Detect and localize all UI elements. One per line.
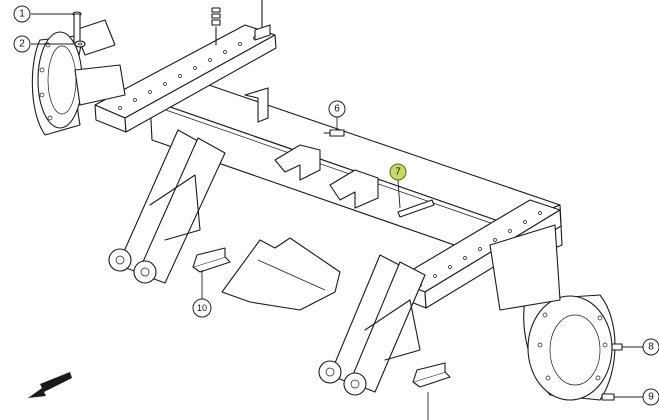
nut-stack	[211, 7, 221, 46]
pin-part-7	[397, 199, 435, 218]
svg-text:1: 1	[19, 9, 25, 20]
u-brackets	[244, 87, 379, 209]
right-hub-flange	[489, 224, 616, 401]
svg-text:2: 2	[19, 39, 25, 50]
left-hub-flange	[31, 19, 126, 136]
callout-6: 6	[328, 100, 346, 118]
upper-cross-member	[94, 0, 277, 133]
clamp-part-10	[192, 247, 451, 388]
direction-arrow-icon	[28, 372, 72, 398]
callout-7: 7	[389, 163, 407, 181]
callout-2: 2	[13, 35, 31, 53]
leader-lines	[31, 13, 643, 420]
svg-text:8: 8	[648, 342, 654, 353]
bolt-part-8	[611, 343, 623, 351]
callout-8: 8	[642, 338, 659, 356]
right-pivot-arms	[318, 254, 426, 396]
washer-part-2	[74, 40, 86, 48]
left-pivot-arms	[108, 129, 226, 284]
svg-text:9: 9	[648, 392, 654, 403]
svg-text:7: 7	[395, 167, 401, 178]
callout-9: 9	[642, 388, 659, 406]
bolt-part-9	[601, 393, 615, 401]
callout-10: 10	[192, 298, 212, 318]
svg-text:10: 10	[197, 303, 207, 313]
callout-1: 1	[13, 5, 31, 23]
bolt-part-1	[72, 11, 82, 45]
skid-plate	[221, 237, 341, 311]
svg-text:6: 6	[334, 104, 340, 115]
